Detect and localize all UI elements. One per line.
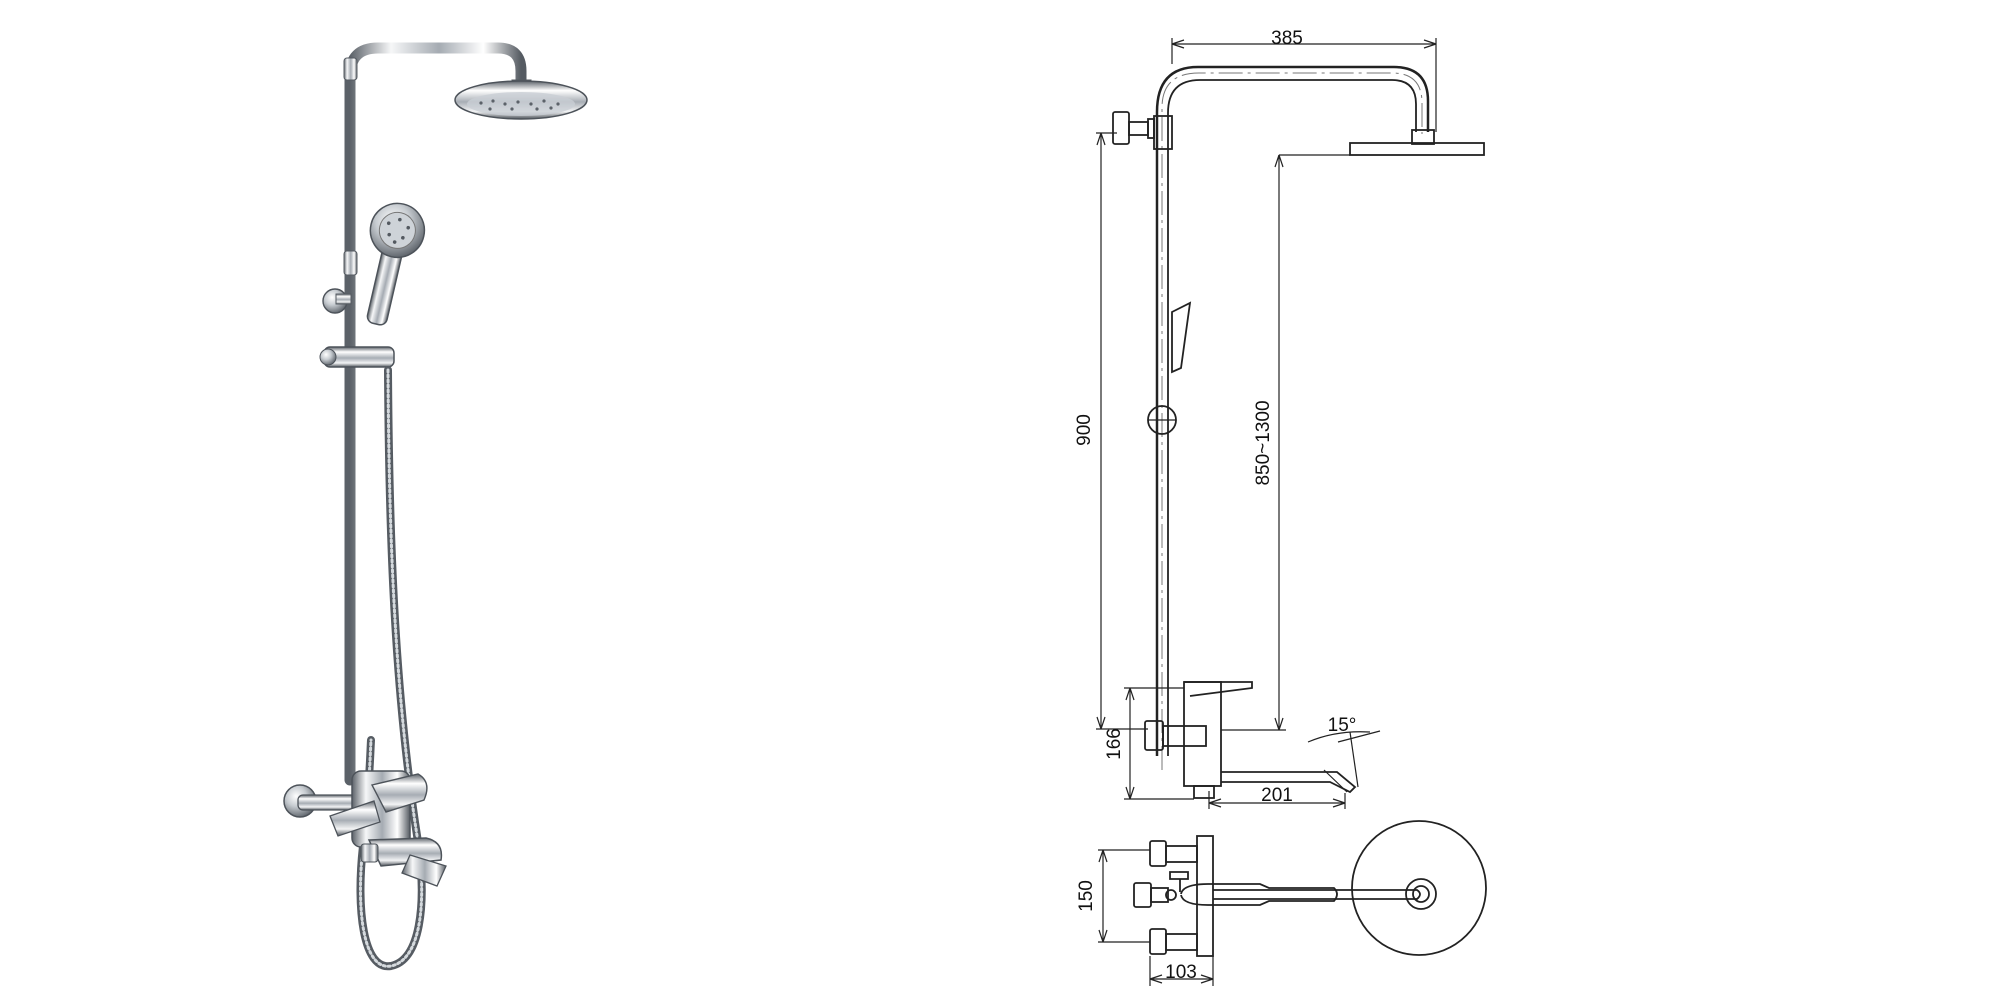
bath-mixer [283,770,447,887]
front-inlet-outline [1144,720,1164,751]
dimension-spout-angle: 15° [1328,715,1357,736]
top-view [1133,820,1487,957]
rain-nozzle-dots [479,99,560,111]
angle-arc [1307,731,1371,743]
lever-connector [329,800,381,837]
top-view-middle-inlet [1133,882,1152,908]
rail-outline-outer [1155,65,1430,756]
dimension-spout-length: 201 [1261,785,1293,806]
top-view-body [1196,835,1214,957]
mixer-body-outline [1183,681,1222,787]
top-view-lower-inlet [1149,928,1167,955]
shower-rail [344,42,527,786]
top-view-rain-shower [1351,820,1487,956]
top-view-upper-inlet [1149,840,1167,867]
spout-outline [1221,771,1357,794]
top-view-shower-arm [1213,889,1421,900]
rail-bracket-arm [335,293,352,305]
hand-shower-outline [1171,301,1192,374]
hand-shower [366,202,426,326]
rain-shower-outline [1349,142,1485,156]
front-elevation [1112,65,1485,799]
hose-nut [360,843,379,863]
mixer-lever-outline [1184,681,1253,697]
upper-wall-bracket-outline [1112,111,1130,145]
top-view-dimensions: 150 103 [1076,849,1214,986]
rain-shower-face [467,92,575,116]
product-photo [283,42,588,971]
dimension-rail-height: 900 [1074,414,1095,446]
shower-head-neck-outline [1411,129,1435,145]
dimension-arm-reach: 385 [1271,28,1303,49]
top-view-spout [1180,883,1338,906]
dimension-mixer-height: 166 [1104,728,1125,760]
rail-joint [343,250,358,276]
top-view-shower-nut [1405,878,1437,910]
bottom-outlet-outline [1193,785,1215,799]
dimension-height-range: 850~1300 [1253,400,1274,485]
mixer-lever [370,773,428,813]
rail-outline-inner [1167,79,1417,756]
left-inlet [297,794,361,811]
dimension-inlet-spacing: 150 [1076,880,1097,912]
rail-upper-connector [343,57,358,81]
dimension-wall-depth: 103 [1165,962,1197,983]
dimension-lines: 385 900 850~1300 166 201 15° [1074,28,1437,809]
rail-centerline [1161,72,1423,770]
technical-drawing: 385 900 850~1300 166 201 15° [1074,28,1487,986]
